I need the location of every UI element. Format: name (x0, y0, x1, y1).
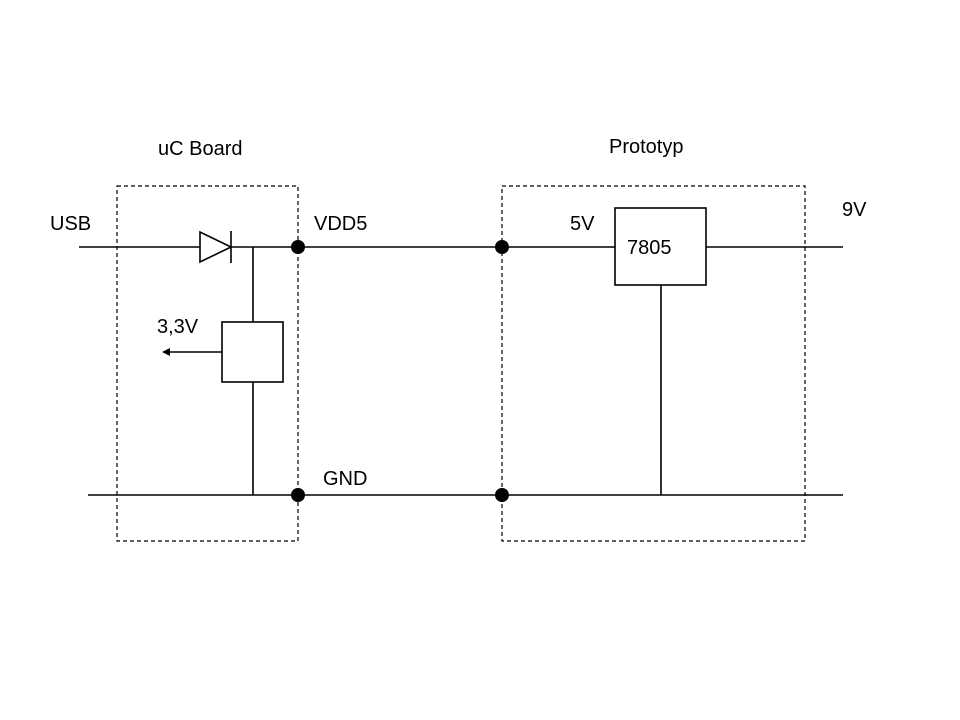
gnd-node-uc (291, 488, 305, 502)
regulator-7805 (614, 207, 707, 286)
diode-symbol (199, 230, 233, 264)
gnd-node-prototyp (495, 488, 509, 502)
vdd5-node-prototyp (495, 240, 509, 254)
regulator-3v3 (221, 321, 284, 383)
9v-label: 9V (842, 199, 867, 221)
usb-label: USB (50, 213, 91, 235)
regulator-7805-label: 7805 (627, 237, 672, 259)
vdd5-node-uc (291, 240, 305, 254)
5v-label: 5V (570, 213, 595, 235)
vdd5-label: VDD5 (314, 213, 367, 235)
3v3-label: 3,3V (157, 316, 199, 338)
uc-board-boundary (116, 185, 299, 542)
arrow-left-icon (162, 348, 170, 356)
gnd-label: GND (323, 468, 367, 490)
diode-triangle (199, 230, 233, 264)
prototyp-title: Prototyp (609, 136, 683, 158)
uc-board-title: uC Board (158, 138, 243, 160)
